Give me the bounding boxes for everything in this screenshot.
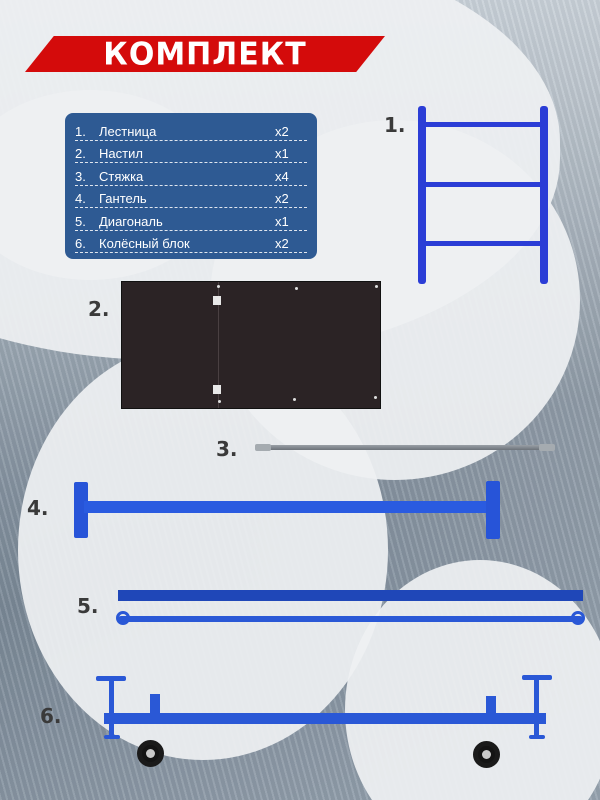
part-label-dumbbell: 4.	[27, 496, 49, 520]
ladder-rung	[424, 182, 542, 187]
item-number: 5.	[75, 213, 86, 229]
item-name: Стяжка	[99, 168, 144, 184]
dumbbell-image	[72, 481, 502, 552]
diagonal-flat-bar-image	[118, 590, 583, 601]
wheel-socket	[150, 694, 160, 714]
list-item: 4. Гантель x2	[75, 186, 307, 208]
banner-title: КОМПЛЕКТ	[103, 35, 307, 73]
item-number: 4.	[75, 191, 86, 206]
item-quantity: x2	[275, 236, 289, 251]
caster-wheel	[137, 740, 164, 767]
dumbbell-bar	[84, 501, 490, 513]
background-blob	[18, 340, 388, 760]
wheel-block-image	[96, 670, 552, 790]
platform-seam	[218, 282, 219, 408]
tie-rod-end	[255, 444, 271, 451]
diagonal-eye	[116, 611, 130, 625]
jack-handle	[522, 675, 552, 680]
item-name: Гантель	[99, 191, 147, 206]
platform-bolt	[293, 398, 296, 401]
caster-wheel	[473, 741, 500, 768]
diagonal-eye	[571, 611, 585, 625]
item-quantity: x1	[275, 146, 289, 161]
part-label-diagonal: 5.	[77, 594, 99, 618]
jack-foot	[104, 735, 120, 739]
dumbbell-end-tube	[486, 481, 500, 539]
list-item: 2. Настил x1	[75, 141, 307, 163]
part-label-platform: 2.	[88, 297, 110, 321]
tie-rod-end	[539, 444, 555, 451]
item-name: Диагональ	[99, 213, 163, 229]
list-item: 3. Стяжка x4	[75, 163, 307, 186]
item-number: 2.	[75, 146, 86, 161]
title-banner: КОМПЛЕКТ	[25, 36, 385, 72]
item-quantity: x4	[275, 168, 289, 184]
tie-rod-image	[255, 444, 555, 451]
jack-screw	[534, 678, 539, 722]
list-item: 1. Лестница x2	[75, 118, 307, 141]
item-number: 6.	[75, 236, 86, 251]
item-number: 3.	[75, 168, 86, 184]
wheel-socket	[486, 696, 496, 716]
platform-bolt	[374, 396, 377, 399]
platform-hinge	[213, 296, 221, 305]
jack-screw	[534, 722, 539, 736]
kit-contents-list: 1. Лестница x2 2. Настил x1 3. Стяжка x4…	[65, 113, 317, 259]
item-quantity: x2	[275, 123, 289, 139]
part-label-ladder: 1.	[384, 113, 406, 137]
platform-hinge	[213, 385, 221, 394]
item-name: Колёсный блок	[99, 236, 190, 251]
part-label-wheel-block: 6.	[40, 704, 62, 728]
item-number: 1.	[75, 123, 86, 139]
ladder-frame-image	[418, 106, 548, 286]
platform-deck-image	[121, 281, 381, 409]
platform-bolt	[375, 285, 378, 288]
wheel-block-beam	[104, 713, 546, 724]
jack-screw	[109, 722, 114, 736]
part-label-tie-rod: 3.	[216, 437, 238, 461]
platform-bolt	[295, 287, 298, 290]
dumbbell-end-tube	[74, 482, 88, 538]
list-item: 6. Колёсный блок x2	[75, 231, 307, 253]
jack-screw	[109, 678, 114, 722]
ladder-post	[418, 106, 426, 284]
list-item: 5. Диагональ x1	[75, 208, 307, 231]
ladder-rung	[424, 241, 542, 246]
ladder-rung	[424, 122, 542, 127]
platform-bolt	[217, 285, 220, 288]
ladder-post	[540, 106, 548, 284]
jack-foot	[529, 735, 545, 739]
platform-bolt	[218, 400, 221, 403]
item-name: Настил	[99, 146, 143, 161]
item-quantity: x1	[275, 213, 289, 229]
item-name: Лестница	[99, 123, 157, 139]
diagonal-rod-image	[116, 611, 585, 625]
item-quantity: x2	[275, 191, 289, 206]
